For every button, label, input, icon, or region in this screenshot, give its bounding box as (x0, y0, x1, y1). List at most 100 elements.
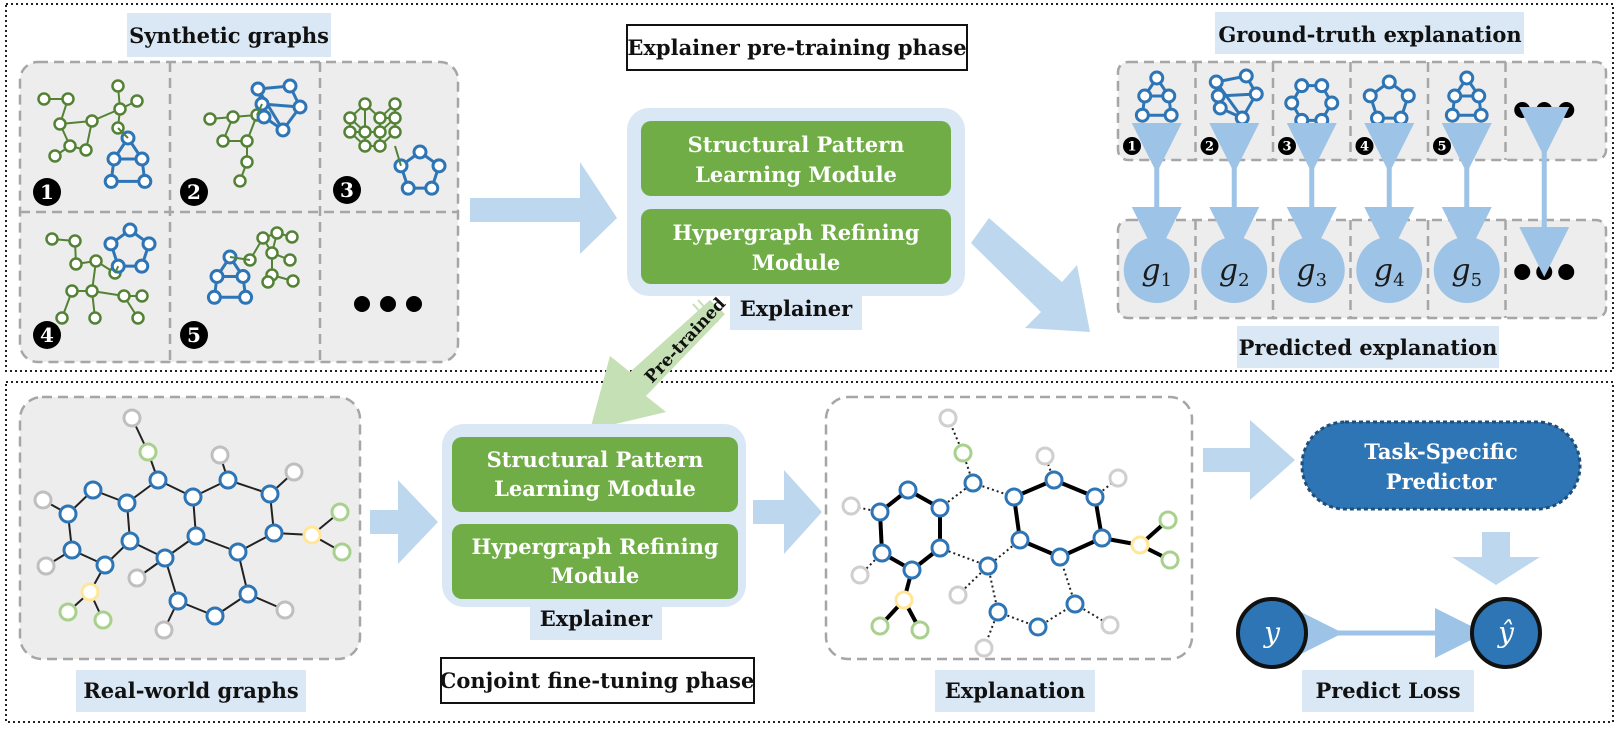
graph-node (1471, 88, 1487, 104)
graph-node (240, 134, 254, 148)
graph-node (53, 117, 67, 131)
graph-node (285, 230, 299, 244)
graph-node (261, 275, 275, 289)
graph-node (1362, 88, 1378, 104)
number-badge-text: 4 (40, 323, 54, 347)
ellipsis-dot (380, 296, 396, 312)
graph-node (870, 502, 890, 522)
graph-node (1137, 88, 1153, 104)
graph-node (373, 125, 387, 139)
graph-node (103, 173, 119, 189)
number-badge (180, 178, 208, 206)
graph-node (330, 502, 350, 522)
graph-node (138, 442, 158, 462)
predicted-node-subscript: 4 (1393, 270, 1404, 291)
graph-node (930, 498, 950, 518)
graph-node (120, 531, 140, 551)
number-badge-text: 3 (1282, 140, 1291, 155)
ellipsis-dot (1558, 264, 1575, 280)
synthetic-graph-1-motif (103, 130, 153, 189)
graph-node (240, 155, 254, 169)
predicted-node-subscript: 2 (1238, 270, 1249, 291)
ground-truth-motif-2 (1208, 68, 1264, 126)
arrow-to-explainer-top (470, 162, 617, 254)
graph-node (122, 222, 138, 238)
graph-node (141, 236, 157, 252)
number-badge (180, 321, 208, 349)
graph-node (1400, 88, 1416, 104)
graph-node (1149, 70, 1165, 86)
graph-node (1444, 107, 1460, 123)
graph-node (1212, 100, 1228, 116)
number-badge-text: 5 (187, 323, 201, 347)
bottom-module2-line2: Module (551, 563, 640, 588)
graph-node (235, 269, 251, 284)
graph-node (93, 610, 113, 630)
graph-node (275, 122, 291, 138)
explanation-panel (824, 395, 1194, 661)
graph-node (1161, 88, 1177, 104)
graph-node (1459, 70, 1475, 86)
graph-node (388, 97, 402, 111)
pretrained-label: Pre-trained (641, 294, 730, 387)
graph-node (1294, 112, 1310, 128)
graph-node (83, 480, 103, 500)
ellipsis-dot (406, 296, 422, 312)
graph-node (186, 526, 206, 546)
graph-node (948, 585, 968, 605)
graph-node (226, 110, 240, 124)
graph-node (209, 269, 225, 284)
graph-node (113, 102, 127, 116)
graph-node (106, 151, 122, 167)
bottom-module2-line1: Hypergraph Refining (471, 534, 718, 559)
graph-node (1473, 107, 1489, 123)
graph-node (216, 134, 230, 148)
ground-truth-motif-5 (1444, 70, 1489, 123)
top-module2-line1: Hypergraph Refining (672, 220, 919, 245)
graph-node (400, 180, 416, 196)
ellipsis-dot (1536, 264, 1553, 280)
number-badge (33, 321, 61, 349)
graph-node (1130, 535, 1150, 555)
ellipsis-dot (1514, 102, 1531, 118)
graph-node (431, 158, 447, 174)
graph-node (134, 258, 150, 274)
graph-node (228, 542, 248, 562)
graph-node (206, 289, 222, 305)
graph-node (1284, 95, 1300, 111)
graph-node (1369, 110, 1385, 126)
graph-node (974, 638, 994, 658)
graph-node (412, 144, 428, 160)
predicted-node-subscript: 1 (1161, 270, 1172, 291)
graph-node (373, 139, 387, 153)
graph-node (79, 143, 93, 157)
graph-node (898, 480, 918, 500)
graph-node (33, 490, 53, 510)
predictor-line2: Predictor (1386, 469, 1497, 494)
graph-node (894, 590, 914, 610)
number-badge-text: 5 (1437, 140, 1446, 155)
predictor-line1: Task-Specific (1364, 439, 1518, 464)
graph-node (1238, 68, 1254, 84)
predicted-label: Predicted explanation (1239, 335, 1498, 360)
graph-node (37, 92, 51, 106)
real-world-label: Real-world graphs (83, 678, 298, 703)
graph-node (988, 602, 1008, 622)
graph-node (1004, 487, 1024, 507)
graph-node (1100, 615, 1120, 635)
ellipsis-dot (1514, 264, 1531, 280)
graph-node (1092, 528, 1112, 548)
graph-node (286, 274, 300, 288)
graph-node (902, 560, 922, 580)
graph-node (218, 470, 238, 490)
number-badge (33, 178, 61, 206)
graph-node (1158, 510, 1178, 530)
synthetic-graphs-label: Synthetic graphs (129, 23, 329, 48)
graph-node (1314, 78, 1330, 94)
graph-node (63, 139, 77, 153)
synthetic-graph-3-base (343, 97, 402, 153)
graph-node (1035, 446, 1055, 466)
